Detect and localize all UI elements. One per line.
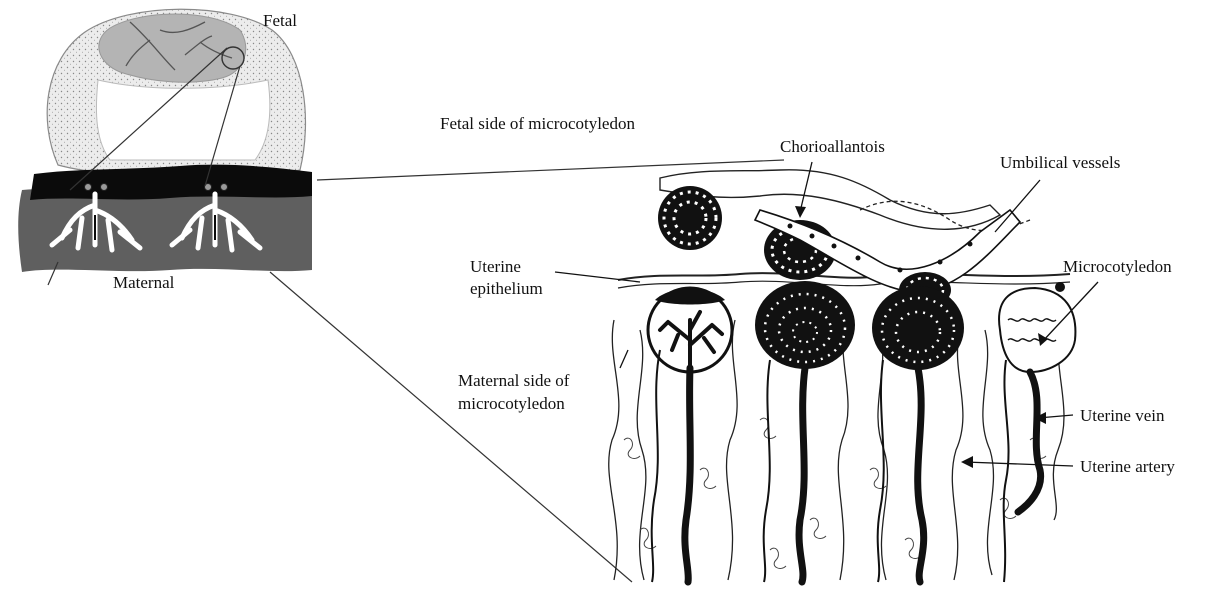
- label-uterine-epithelium-1: Uterine: [470, 256, 521, 277]
- label-maternal-side-1: Maternal side of: [458, 370, 569, 391]
- chorion-band: [30, 165, 312, 200]
- label-uterine-epithelium-2: epithelium: [470, 278, 543, 299]
- label-uterine-vein: Uterine vein: [1080, 405, 1165, 426]
- free-villus-cluster: [658, 186, 722, 250]
- microcotyledon-sphere-4: [999, 282, 1075, 372]
- microcotyledon-detail: [609, 170, 1076, 582]
- maternal-band: [18, 189, 312, 272]
- microcotyledon-sphere-3: [872, 286, 964, 370]
- label-maternal-side-2: microcotyledon: [458, 393, 565, 414]
- label-fetal: Fetal: [263, 10, 297, 31]
- microcotyledon-sphere-2: [755, 281, 855, 369]
- label-umbilical-vessels: Umbilical vessels: [1000, 152, 1120, 173]
- label-microcotyledon: Microcotyledon: [1063, 256, 1172, 277]
- label-fetal-side: Fetal side of microcotyledon: [440, 113, 635, 134]
- label-chorioallantois: Chorioallantois: [780, 136, 885, 157]
- label-maternal: Maternal: [113, 272, 174, 293]
- label-uterine-artery: Uterine artery: [1080, 456, 1175, 477]
- uterine-arteries: [652, 350, 1009, 582]
- uterine-epithelium-layer: [618, 273, 1070, 280]
- fetal-inner: [99, 14, 246, 82]
- microcotyledon-sphere-1: [648, 288, 732, 372]
